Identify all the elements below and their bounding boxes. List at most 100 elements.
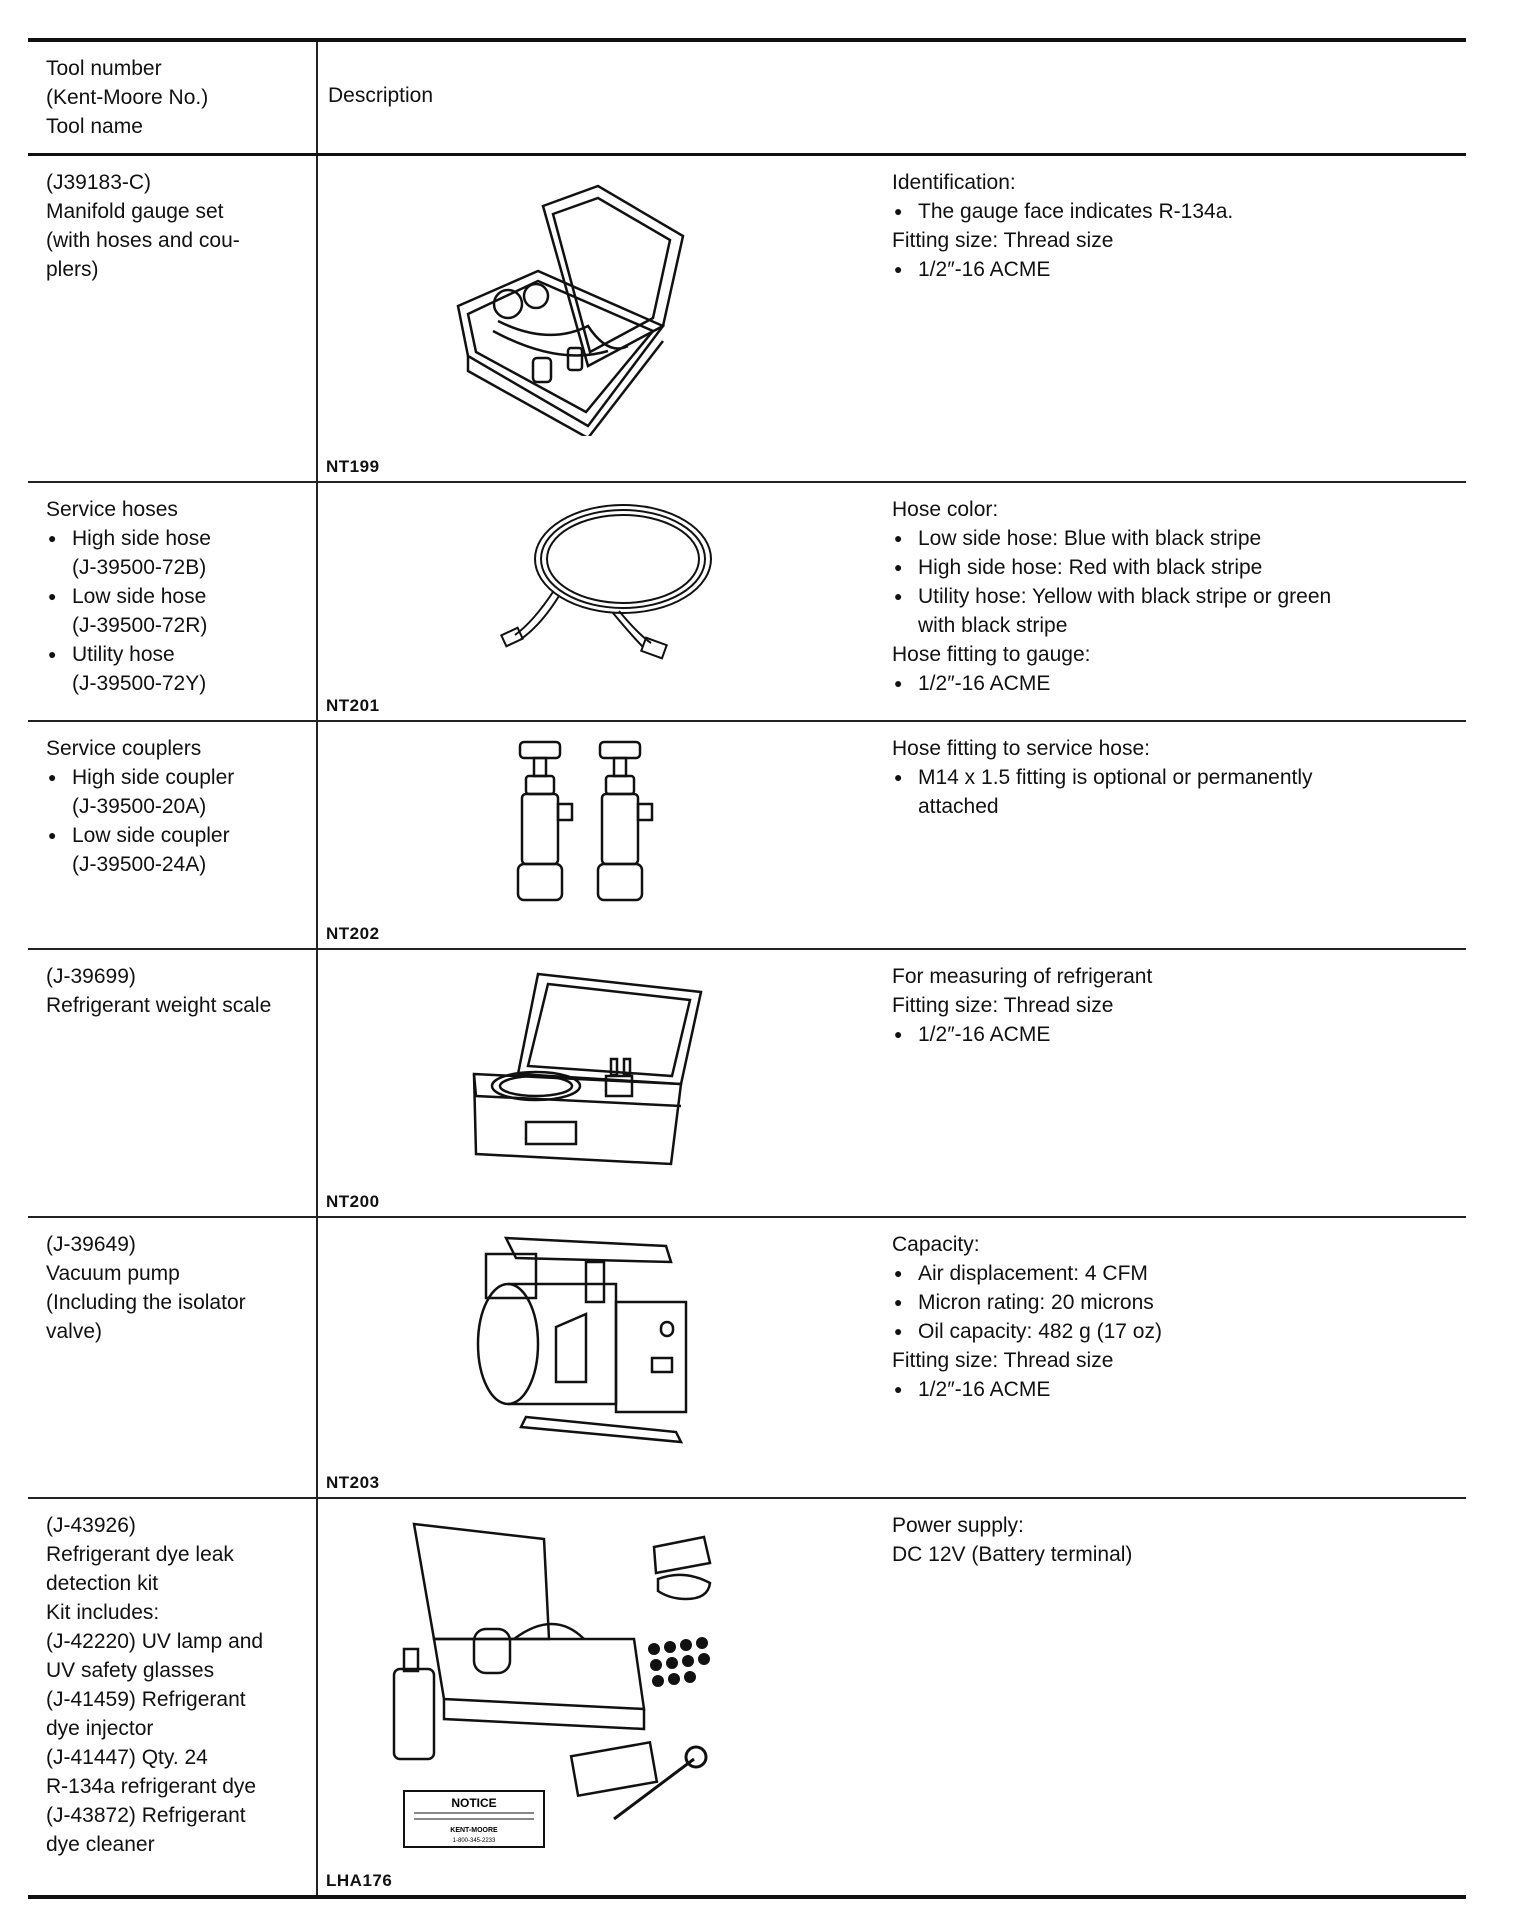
tool-cell: (J-39649) Vacuum pump (Including the iso… [28, 1218, 318, 1497]
tool-cell: (J-39699) Refrigerant weight scale [28, 950, 318, 1216]
tool-line: dye injector [46, 1717, 154, 1740]
desc-line: Hose fitting to gauge: [892, 643, 1091, 666]
tool-line: Vacuum pump [46, 1262, 180, 1285]
tool-cell: (J39183-C) Manifold gauge set (with hose… [28, 156, 318, 481]
description-cell: NOTICE KENT-MOORE 1-800-345-2233 LHA176 … [318, 1499, 1466, 1895]
description-text: Hose color: Low side hose: Blue with bla… [892, 495, 1412, 698]
description-text: Identification: The gauge face indicates… [892, 168, 1412, 284]
description-cell: NT202 Hose fitting to service hose: M14 … [318, 722, 1466, 948]
header-description: Description [328, 84, 434, 107]
desc-bullet: Oil capacity: 482 g (17 oz) [892, 1317, 1412, 1346]
tool-line: Service couplers [46, 737, 202, 760]
desc-bullet: 1/2″-16 ACME [892, 255, 1412, 284]
desc-line: Fitting size: Thread size [892, 1349, 1114, 1372]
desc-bullet: 1/2″-16 ACME [892, 669, 1412, 698]
tool-line: (J-39500-72Y) [72, 672, 207, 695]
tool-line: detection kit [46, 1572, 159, 1595]
table-row: Service couplers High side coupler (J-39… [28, 722, 1466, 950]
figure-code: NT201 [326, 696, 380, 715]
desc-bullet: Air displacement: 4 CFM [892, 1259, 1412, 1288]
table-row: (J-39699) Refrigerant weight scale N [28, 950, 1466, 1218]
figure-code: LHA176 [326, 1871, 393, 1890]
table-top-rule [28, 38, 1466, 42]
desc-bullet: M14 x 1.5 fitting is optional or permane… [892, 763, 1412, 792]
tool-line: Refrigerant weight scale [46, 994, 272, 1017]
desc-line: Power supply: [892, 1514, 1024, 1537]
table-bottom-rule [28, 1895, 1466, 1899]
weight-scale-case-illustration [472, 972, 703, 1166]
tool-line: (J-39500-24A) [72, 853, 207, 876]
description-text: Power supply: DC 12V (Battery terminal) [892, 1511, 1412, 1569]
notice-title: NOTICE [451, 1796, 496, 1810]
tool-line: (J-41459) Refrigerant [46, 1688, 246, 1711]
table-row: Service hoses High side hose (J-39500-72… [28, 483, 1466, 722]
description-cell: NT200 For measuring of refrigerant Fitti… [318, 950, 1466, 1216]
header-tool-line: Tool name [46, 115, 143, 138]
description-text: For measuring of refrigerant Fitting siz… [892, 962, 1412, 1049]
tool-line: (J-39500-20A) [72, 795, 207, 818]
tool-line: (J-39649) [46, 1233, 136, 1256]
table-row: (J-39649) Vacuum pump (Including the iso… [28, 1218, 1466, 1499]
description-text: Hose fitting to service hose: M14 x 1.5 … [892, 734, 1412, 821]
notice-phone: 1-800-345-2233 [453, 1838, 496, 1844]
desc-line: attached [918, 795, 999, 818]
desc-line: Capacity: [892, 1233, 980, 1256]
description-cell: NT199 Identification: The gauge face ind… [318, 156, 1466, 481]
header-tool-line: Tool number [46, 57, 162, 80]
tool-cell: (J-43926) Refrigerant dye leak detection… [28, 1499, 318, 1895]
desc-line: Hose fitting to service hose: [892, 737, 1150, 760]
desc-line: with black stripe [918, 614, 1068, 637]
tool-line: (J-43926) [46, 1514, 136, 1537]
tool-line: Manifold gauge set [46, 200, 224, 223]
tool-line: (J-39500-72R) [72, 614, 208, 637]
desc-line: Hose color: [892, 498, 999, 521]
tool-cell: Service hoses High side hose (J-39500-72… [28, 483, 318, 720]
figure-code: NT199 [326, 457, 380, 476]
desc-bullet: Micron rating: 20 microns [892, 1288, 1412, 1317]
notice-label: NOTICE KENT-MOORE 1-800-345-2233 [403, 1790, 545, 1848]
figure-code: NT200 [326, 1192, 380, 1211]
desc-bullet: Utility hose: Yellow with black stripe o… [892, 582, 1412, 611]
tool-bullet: High side hose [46, 524, 308, 553]
tool-cell: Service couplers High side coupler (J-39… [28, 722, 318, 948]
tool-line: (J-43872) Refrigerant [46, 1804, 246, 1827]
tool-line: UV safety glasses [46, 1659, 215, 1682]
tool-bullet: Low side hose [46, 582, 308, 611]
tool-line: dye cleaner [46, 1833, 155, 1856]
description-cell: NT201 Hose color: Low side hose: Blue wi… [318, 483, 1466, 720]
desc-line: Identification: [892, 171, 1016, 194]
table-row: (J39183-C) Manifold gauge set (with hose… [28, 156, 1466, 483]
tool-line: (J-39699) [46, 965, 136, 988]
notice-brand: KENT-MOORE [450, 1827, 498, 1834]
figure-code: NT203 [326, 1473, 380, 1492]
vacuum-pump-illustration [476, 1236, 688, 1444]
header-tool-column: Tool number (Kent-Moore No.) Tool name [28, 42, 318, 153]
tool-bullet: Utility hose [46, 640, 308, 669]
coiled-hose-illustration [499, 504, 712, 660]
tool-line: Service hoses [46, 498, 178, 521]
tools-table: Tool number (Kent-Moore No.) Tool name D… [28, 38, 1466, 1899]
desc-line: Fitting size: Thread size [892, 229, 1114, 252]
service-couplers-illustration [516, 740, 654, 902]
tool-bullet: High side coupler [46, 763, 308, 792]
tool-bullet: Low side coupler [46, 821, 308, 850]
desc-line: Fitting size: Thread size [892, 994, 1114, 1017]
description-cell: NT203 Capacity: Air displacement: 4 CFM … [318, 1218, 1466, 1497]
desc-bullet: 1/2″-16 ACME [892, 1020, 1412, 1049]
tool-line: (J-42220) UV lamp and [46, 1630, 264, 1653]
tool-line: (Including the isolator [46, 1291, 246, 1314]
tool-line: (J-41447) Qty. 24 [46, 1746, 208, 1769]
manifold-gauge-case-illustration [456, 184, 685, 436]
table-row: (J-43926) Refrigerant dye leak detection… [28, 1499, 1466, 1895]
tool-line: (with hoses and cou- [46, 229, 240, 252]
header-tool-line: (Kent-Moore No.) [46, 86, 209, 109]
desc-bullet: Low side hose: Blue with black stripe [892, 524, 1412, 553]
desc-line: DC 12V (Battery terminal) [892, 1543, 1133, 1566]
desc-bullet: High side hose: Red with black stripe [892, 553, 1412, 582]
desc-bullet: The gauge face indicates R-134a. [892, 197, 1412, 226]
desc-line: For measuring of refrigerant [892, 965, 1153, 988]
tool-line: Kit includes: [46, 1601, 160, 1624]
tool-line: Refrigerant dye leak [46, 1543, 234, 1566]
tool-line: (J-39500-72B) [72, 556, 207, 579]
tool-line: (J39183-C) [46, 171, 152, 194]
